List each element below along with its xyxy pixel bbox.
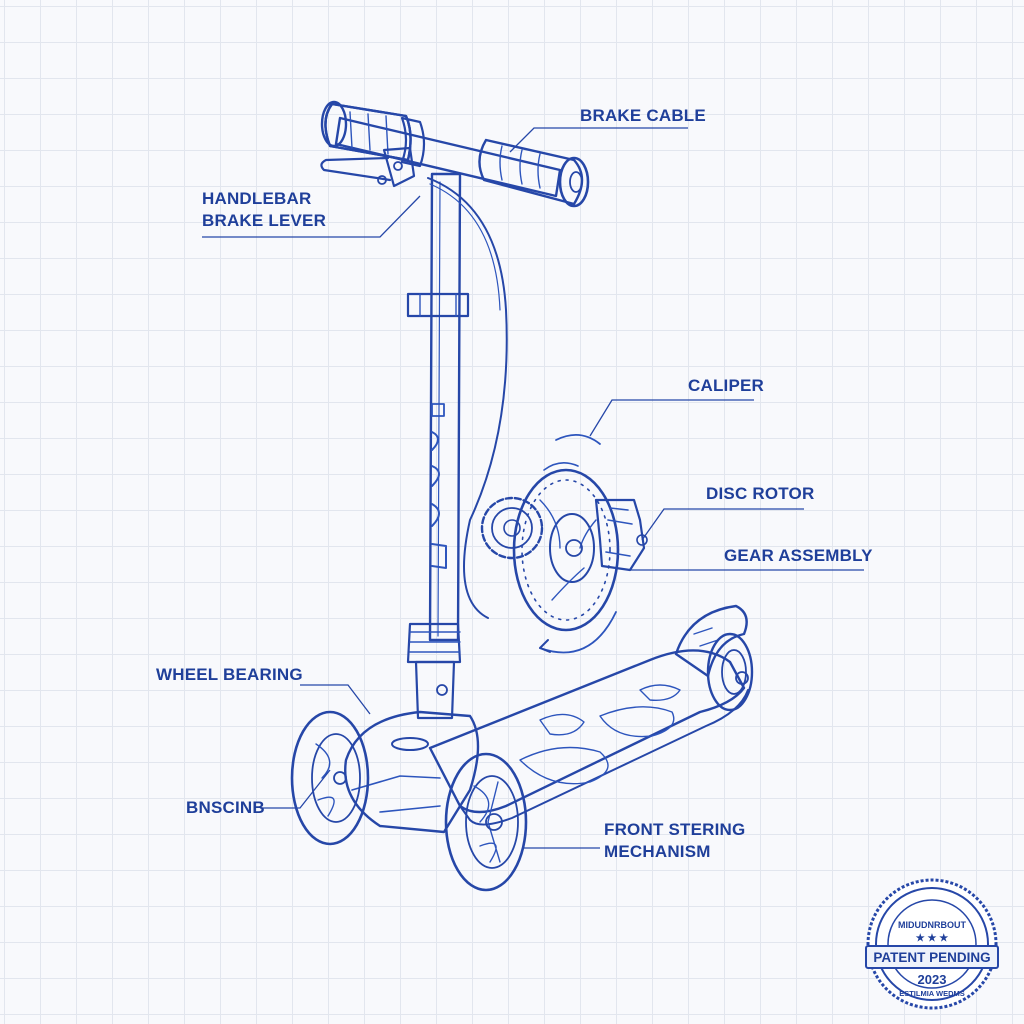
brake-lever [320,146,416,188]
label-brake-cable: BRAKE CABLE [580,106,706,125]
label-disc-rotor: DISC ROTOR [706,484,815,503]
brake-cable-line [427,177,508,619]
leader-lines [202,127,864,849]
label-wheel-bearing: WHEEL BEARING [156,665,303,684]
disc-brake-assembly [480,434,648,654]
svg-text:★ ★ ★: ★ ★ ★ [916,933,948,944]
patent-pending-seal: MIDUDNRBOUT ★ ★ ★ PATENT PENDING 2023 ES… [865,878,999,1010]
steering-stem [406,172,470,720]
seal-main-text: PATENT PENDING [873,950,990,965]
deck [428,604,749,826]
label-caliper: CALIPER [688,376,765,395]
seal-year: 2023 [918,972,947,987]
label-brake-lever: BRAKE LEVER [202,211,327,230]
label-mechanism: MECHANISM [604,842,711,861]
front-wheel-left [290,710,370,846]
rear-wheel [706,632,754,712]
label-gear-assembly: GEAR ASSEMBLY [724,546,873,565]
label-handlebar: HANDLEBAR [202,189,312,208]
seal-bottom-text: ESTILMIA WEDMS [899,989,965,998]
label-bnscinb: BNSCINB [186,798,265,817]
label-front-stering: FRONT STERING [604,820,746,839]
handlebar [320,100,590,208]
front-wheel-right [444,752,528,892]
seal-top-text: MIDUDNRBOUT [898,920,966,930]
